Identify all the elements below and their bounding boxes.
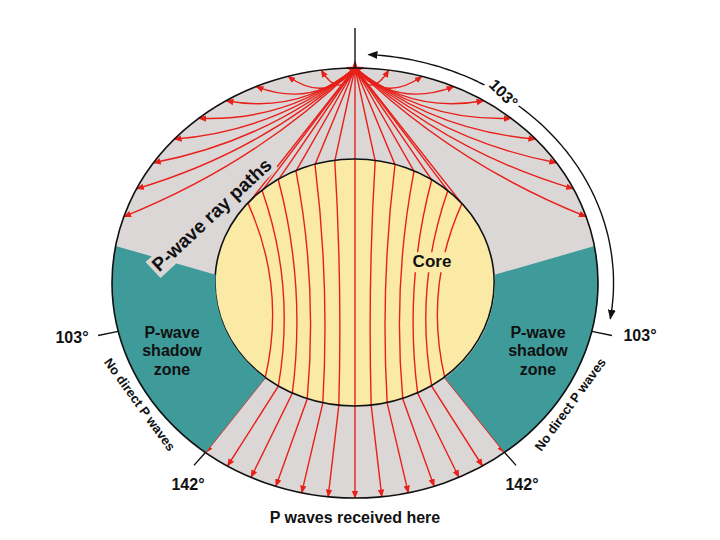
zone-label: P-wave shadow zone	[135, 324, 209, 379]
core-circle: Core	[215, 159, 494, 406]
ray-path	[355, 68, 483, 466]
shadow-zone-shape	[112, 246, 265, 453]
text-holder: No direct P waves	[531, 353, 612, 456]
angle-arc	[369, 55, 614, 319]
text-holder: Core	[410, 252, 455, 272]
ray-path	[199, 68, 355, 118]
zone-note: No direct P waves	[99, 353, 180, 456]
ray-path	[355, 68, 434, 486]
zone-label: P-wave shadow zone	[501, 324, 575, 379]
ray-path	[355, 68, 459, 477]
text-holder: No direct P waves	[99, 353, 180, 456]
core-outline	[215, 159, 494, 406]
ray-path	[328, 68, 355, 497]
shadow-zone: P-wave shadow zone	[445, 246, 598, 453]
text-holder: 103°	[620, 327, 659, 345]
tick-line	[592, 331, 612, 335]
angle-label: 103°	[620, 327, 659, 345]
shadow-zone-shape	[445, 246, 598, 453]
ray-path	[355, 68, 573, 189]
angle-label: 142°	[168, 476, 207, 494]
text-holder: P-wave shadow zone	[135, 324, 209, 379]
zone-note: No direct P waves	[531, 353, 612, 456]
ray-path	[355, 68, 382, 497]
text-holder: 142°	[168, 476, 207, 494]
tick-line	[98, 331, 118, 335]
core-label: Core	[410, 252, 455, 272]
shadow-zone: P-wave shadow zone	[112, 246, 265, 453]
ray-path	[302, 68, 355, 493]
angle-label: 142°	[502, 476, 541, 494]
tick-line	[354, 28, 355, 68]
angle-label: 103°	[52, 329, 91, 347]
angle-label: 103°	[483, 74, 524, 115]
core-outline	[215, 159, 494, 406]
earth-outline	[112, 68, 598, 498]
tick-line	[194, 452, 205, 465]
ray-path	[354, 68, 355, 498]
ray-label: P-wave ray paths	[146, 152, 279, 278]
mantle-fill	[112, 68, 598, 498]
ray-path	[355, 68, 511, 118]
receive-note: P waves received here	[267, 509, 444, 527]
tick-line	[505, 452, 516, 465]
text-holder: P-wave ray paths	[146, 152, 279, 278]
text-holder: P waves received here	[267, 509, 444, 527]
text-holder: 142°	[502, 476, 541, 494]
text-holder: 103°	[52, 329, 91, 347]
text-holder: P-wave shadow zone	[501, 324, 575, 379]
ray-path	[228, 68, 356, 466]
ray-path	[355, 68, 586, 217]
ray-path	[276, 68, 355, 486]
text-holder: 103°	[483, 74, 524, 115]
